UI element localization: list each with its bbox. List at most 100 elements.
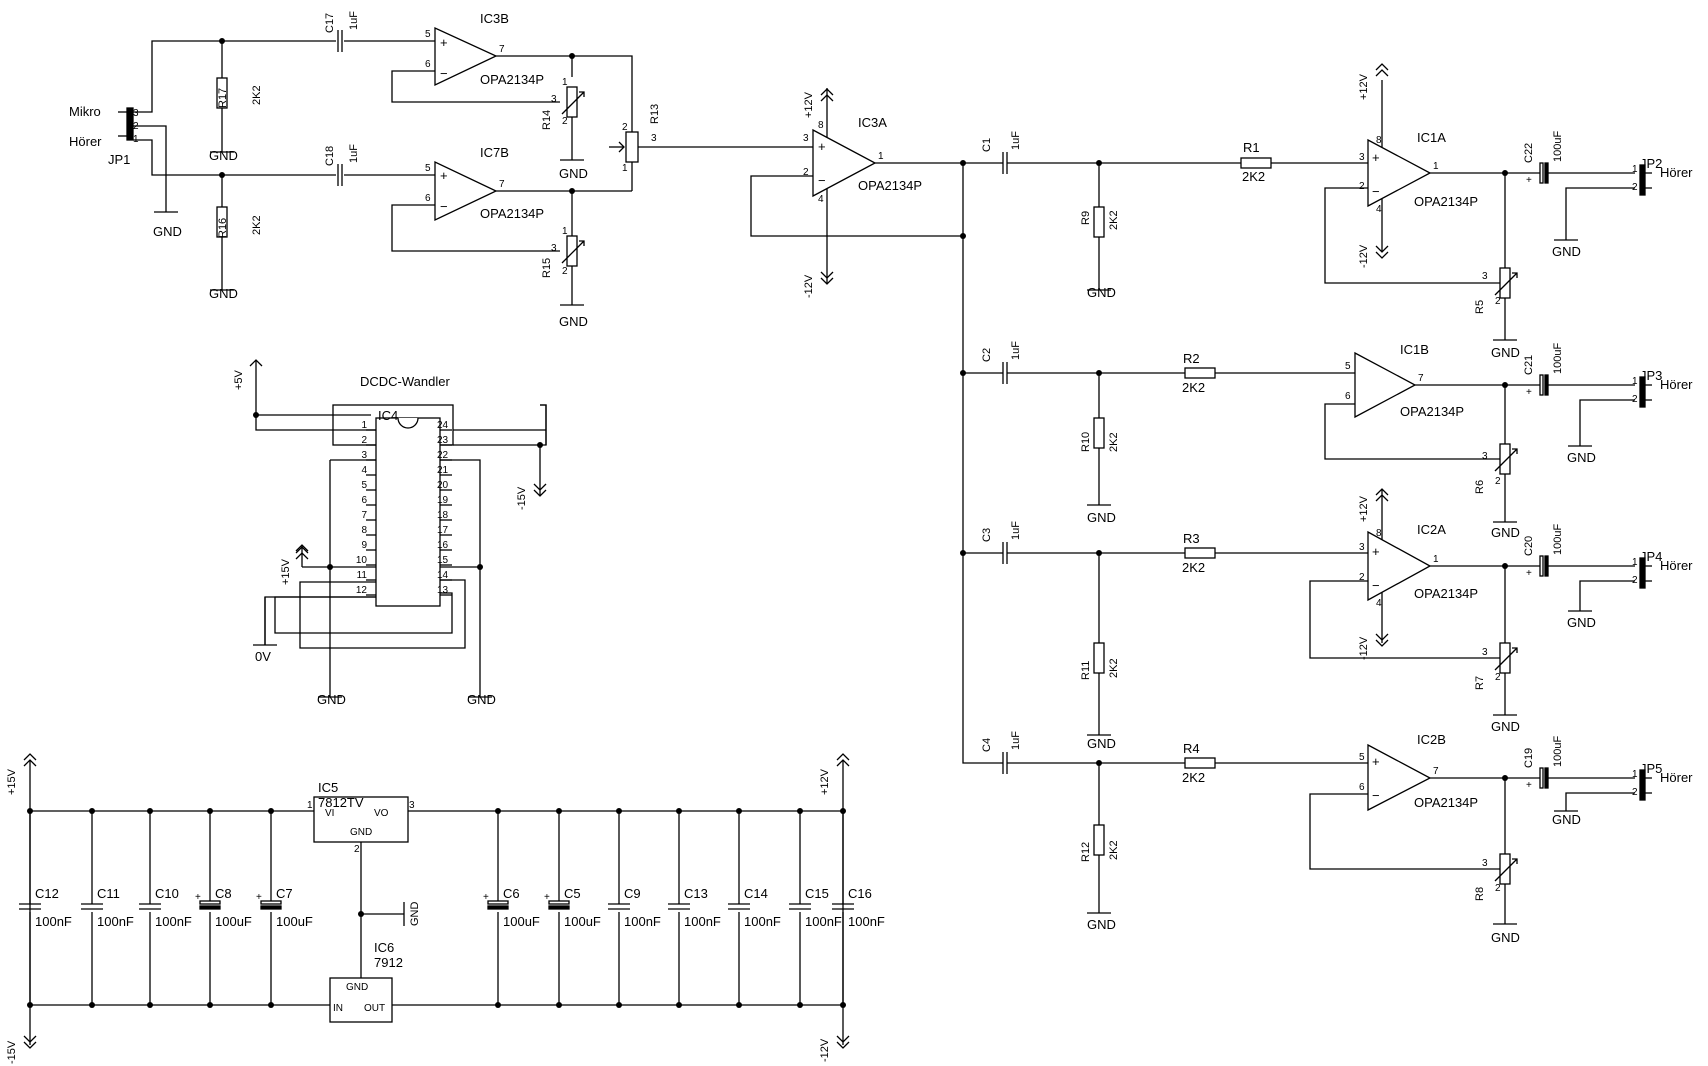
svg-text:1: 1 [562,77,568,88]
svg-text:C2: C2 [981,348,993,362]
svg-text:5: 5 [425,163,431,174]
ic4-pin-label: 20 [437,480,449,491]
svg-text:GND: GND [1491,930,1520,945]
cap-name-label: C6 [503,886,520,901]
cap-name-label: C14 [744,886,768,901]
svg-text:GND: GND [1567,615,1596,630]
svg-text:2: 2 [562,116,568,127]
svg-text:6: 6 [1345,391,1351,402]
svg-text:GND: GND [1491,345,1520,360]
svg-text:5: 5 [1345,361,1351,372]
svg-text:R9: R9 [1080,211,1092,225]
svg-text:GND: GND [209,286,238,301]
svg-text:2: 2 [1495,672,1501,683]
svg-text:+: + [1372,150,1380,165]
svg-text:GND: GND [1087,285,1116,300]
cap-value-label: 100nF [848,914,885,929]
svg-text:1uF: 1uF [1010,341,1022,360]
svg-text:VI: VI [325,808,334,819]
svg-text:GND: GND [350,827,372,838]
svg-text:1: 1 [1632,769,1638,780]
channel-3: C3 1uF GND R11 2K2 R3 2K2 +− 32 1 84 IC2… [981,488,1693,751]
svg-text:OPA2134P: OPA2134P [1414,795,1478,810]
svg-text:2K2: 2K2 [1108,658,1120,678]
svg-text:2: 2 [1495,296,1501,307]
svg-text:1: 1 [1632,376,1638,387]
svg-text:IC5: IC5 [318,780,338,795]
svg-text:GND: GND [1552,244,1581,259]
svg-text:2: 2 [1359,572,1365,583]
svg-text:R1: R1 [1243,140,1260,155]
svg-text:R12: R12 [1080,842,1092,862]
svg-text:+: + [1526,175,1532,186]
svg-text:OPA2134P: OPA2134P [480,72,544,87]
svg-text:2: 2 [1632,787,1638,798]
ic4-pin-label: 1 [361,420,367,431]
svg-text:OPA2134P: OPA2134P [858,178,922,193]
svg-text:2: 2 [1632,182,1638,193]
ic4-pin-label: 7 [361,510,367,521]
svg-text:2K2: 2K2 [1108,210,1120,230]
label-hoerer: Hörer [69,134,102,149]
svg-text:+12V: +12V [1358,495,1370,522]
svg-text:2K2: 2K2 [1242,169,1265,184]
ic4-pin-label: 18 [437,510,449,521]
cap-name-label: C8 [215,886,232,901]
svg-text:IC1B: IC1B [1400,342,1429,357]
ic4-pin-label: 3 [361,450,367,461]
svg-text:100uF: 100uF [1552,131,1564,162]
svg-text:+: + [440,168,448,183]
svg-text:1: 1 [1433,554,1439,565]
svg-text:GND: GND [559,314,588,329]
cap-value-label: 100uF [503,914,540,929]
svg-text:-12V: -12V [1358,244,1370,268]
svg-text:C3: C3 [981,528,993,542]
svg-text:OUT: OUT [364,1003,385,1014]
label-mikro: Mikro [69,104,101,119]
svg-text:1uF: 1uF [1010,521,1022,540]
svg-text:1: 1 [1632,164,1638,175]
svg-text:VO: VO [374,808,389,819]
power-supply: +15V -15V C12100nFC11100nFC10100nF+C8100… [6,753,885,1064]
svg-text:2: 2 [1632,575,1638,586]
c17: C17 1uF [312,11,435,53]
ic4-pin-label: 17 [437,525,449,536]
cap-value-label: 100uF [215,914,252,929]
svg-text:3: 3 [551,243,557,254]
channel-4: C4 1uF GND R12 2K2 R4 2K2 +− 56 7 IC2B O… [981,731,1693,945]
cap-value-label: 100uF [276,914,313,929]
svg-text:IC1A: IC1A [1417,130,1446,145]
dcdc-converter: DCDC-Wandler +5V -15V IC4 12345678910111… [233,359,547,707]
svg-text:−: − [818,173,826,188]
svg-text:+12V: +12V [1358,73,1370,100]
svg-text:+: + [818,139,826,154]
svg-text:IN: IN [333,1003,343,1014]
svg-text:C19: C19 [1523,748,1535,768]
svg-text:2: 2 [354,844,360,855]
svg-text:7: 7 [499,179,505,190]
svg-text:Hörer: Hörer [1660,558,1693,573]
svg-text:-15V: -15V [6,1040,18,1064]
svg-text:2K2: 2K2 [1182,770,1205,785]
ic4-pin-label: 4 [361,465,367,476]
opamp-ic3b: +− 56 7 IC3B OPA2134P [425,11,544,87]
svg-text:7: 7 [1418,373,1424,384]
svg-text:GND: GND [559,166,588,181]
svg-text:−: − [440,66,448,81]
svg-text:2: 2 [622,122,628,133]
svg-text:GND: GND [1552,812,1581,827]
svg-text:3: 3 [1359,152,1365,163]
svg-text:IC2A: IC2A [1417,522,1446,537]
svg-text:GND: GND [1491,719,1520,734]
svg-text:+: + [195,892,201,903]
cap-name-label: C11 [97,886,120,901]
cap-name-label: C10 [155,886,179,901]
svg-text:IC2B: IC2B [1417,732,1446,747]
opamp-ic3a: +− 32 1 84 IC3A OPA2134P [803,115,922,205]
svg-text:3: 3 [1482,647,1488,658]
svg-text:2K2: 2K2 [1182,380,1205,395]
cap-name-label: C13 [684,886,708,901]
svg-text:-12V: -12V [1358,636,1370,660]
svg-text:3: 3 [133,108,139,119]
